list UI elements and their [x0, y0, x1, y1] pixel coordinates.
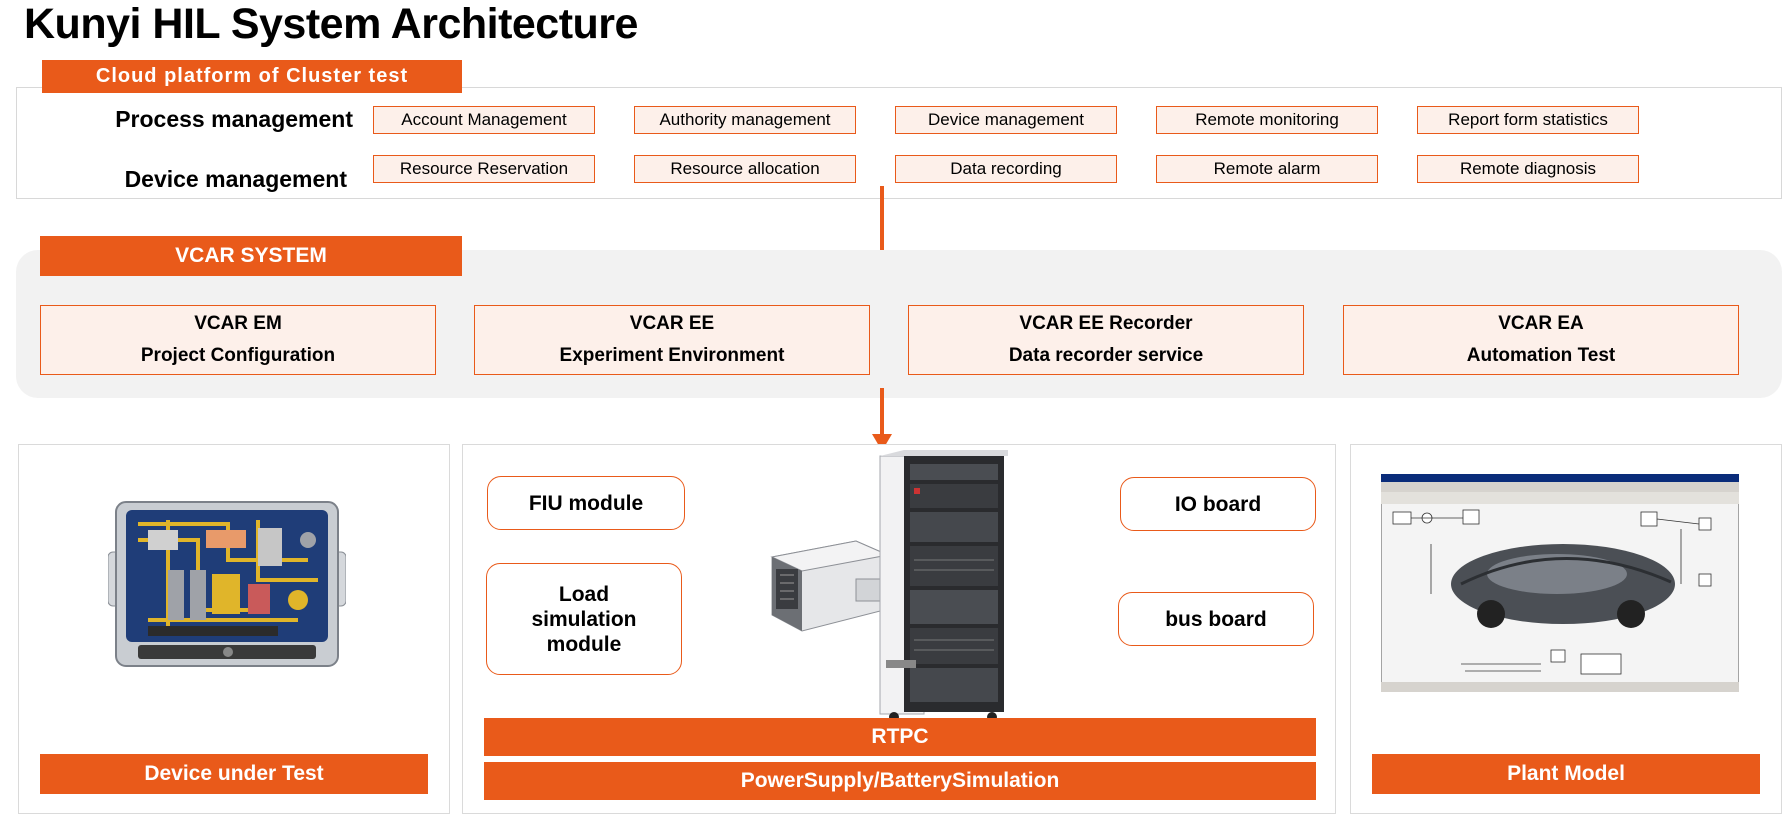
vcar-module-name: VCAR EA	[1498, 313, 1584, 334]
row-label-process-management: Process management	[115, 106, 353, 132]
cloud-item: Device management	[895, 106, 1117, 134]
device-under-test-label: Device under Test	[40, 754, 428, 794]
vcar-module-name: VCAR EE Recorder	[1019, 313, 1193, 334]
vcar-module-desc: Automation Test	[1466, 345, 1616, 366]
vcar-module-desc: Data recorder service	[1008, 345, 1204, 366]
cloud-platform-label: Cloud platform of Cluster test	[42, 60, 462, 93]
vcar-module-desc: Project Configuration	[140, 345, 336, 366]
io-board-box: IO board	[1120, 477, 1316, 531]
cloud-item: Resource Reservation	[373, 155, 595, 183]
plant-model-label: Plant Model	[1372, 754, 1760, 794]
bus-board-box: bus board	[1118, 592, 1314, 646]
arrow-vcar-to-hardware-line	[880, 388, 884, 436]
vcar-module-ee: VCAR EE Experiment Environment	[474, 305, 870, 375]
arrow-down-icon	[872, 434, 892, 451]
cloud-item: Remote alarm	[1156, 155, 1378, 183]
load-simulation-module-box: Load simulation module	[486, 563, 682, 675]
cloud-item: Account Management	[373, 106, 595, 134]
ecu-board-image	[108, 501, 346, 667]
rtpc-rack-image	[879, 450, 1008, 722]
vcar-module-em: VCAR EM Project Configuration	[40, 305, 436, 375]
page-title: Kunyi HIL System Architecture	[24, 0, 638, 48]
vcar-module-name: VCAR EM	[194, 313, 282, 334]
cloud-item: Remote diagnosis	[1417, 155, 1639, 183]
vcar-system-label: VCAR SYSTEM	[40, 236, 462, 276]
cloud-item: Data recording	[895, 155, 1117, 183]
plant-model-image	[1381, 474, 1739, 692]
rtpc-bar: RTPC	[484, 718, 1316, 756]
vcar-module-ea: VCAR EA Automation Test	[1343, 305, 1739, 375]
cloud-item: Authority management	[634, 106, 856, 134]
cloud-item: Resource allocation	[634, 155, 856, 183]
power-supply-bar: PowerSupply/BatterySimulation	[484, 762, 1316, 800]
fiu-module-box: FIU module	[487, 476, 685, 530]
hil-chassis-image	[770, 540, 890, 632]
cloud-item: Remote monitoring	[1156, 106, 1378, 134]
arrow-cloud-to-vcar-line	[880, 186, 884, 274]
cloud-item: Report form statistics	[1417, 106, 1639, 134]
vcar-module-name: VCAR EE	[629, 313, 715, 334]
row-label-device-management: Device management	[124, 166, 347, 192]
vcar-module-desc: Experiment Environment	[559, 345, 785, 366]
vcar-module-ee-recorder: VCAR EE Recorder Data recorder service	[908, 305, 1304, 375]
